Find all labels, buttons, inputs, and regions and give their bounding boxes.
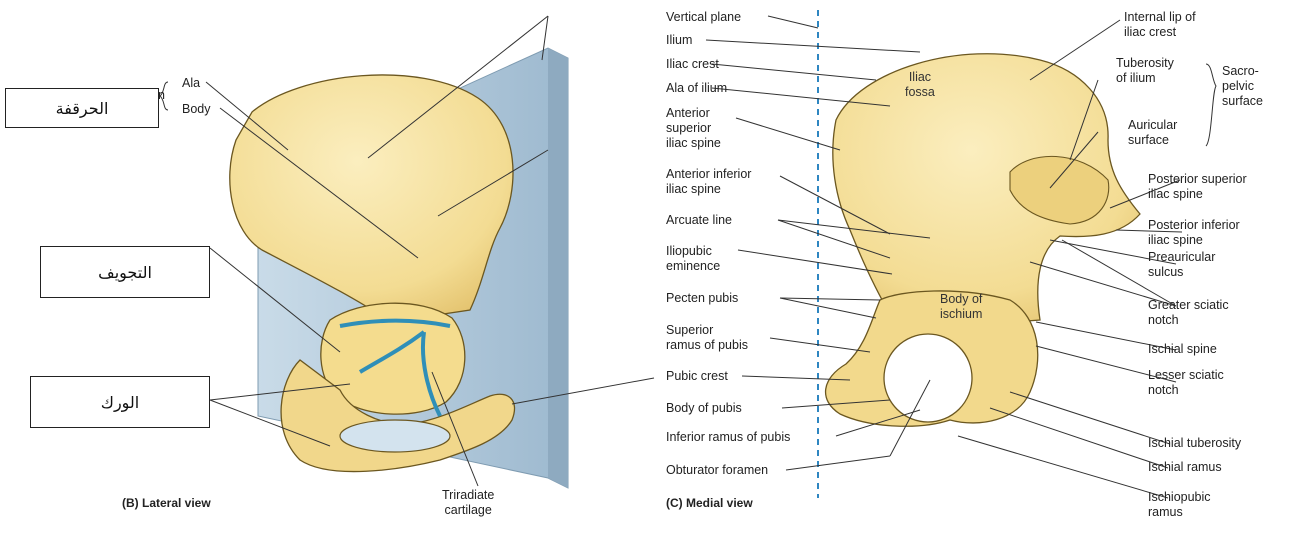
label-ischial-ramus: Ischial ramus <box>1148 460 1222 475</box>
arabic-label-hip: الورك <box>30 376 210 428</box>
label-body-of-ischium: Body of ischium <box>940 292 982 322</box>
label-preauricular-sulcus: Preauricular sulcus <box>1148 250 1215 280</box>
medial-view-title: (C) Medial view <box>666 496 753 510</box>
label-ischial-tuberosity: Ischial tuberosity <box>1148 436 1241 451</box>
arabic-label-acetabulum: التجويف <box>40 246 210 298</box>
arabic-label-ilium: الحرقفة <box>5 88 159 128</box>
label-posterior-inferior-iliac-spine: Posterior inferior iliac spine <box>1148 218 1240 248</box>
label-iliac-crest: Iliac crest <box>666 57 719 72</box>
label-ischial-spine: Ischial spine <box>1148 342 1217 357</box>
medial-obturator-foramen <box>884 334 972 422</box>
label-sacropelvic-surface: Sacro- pelvic surface <box>1222 64 1263 109</box>
label-auricular-surface: Auricular surface <box>1128 118 1177 148</box>
label-ala: Ala <box>182 76 200 91</box>
label-inferior-ramus-of-pubis: Inferior ramus of pubis <box>666 430 790 445</box>
label-iliopubic-eminence: Iliopubic eminence <box>666 244 720 274</box>
label-ala-of-ilium: Ala of ilium <box>666 81 727 96</box>
label-posterior-superior-iliac-spine: Posterior superior iliac spine <box>1148 172 1247 202</box>
label-ischiopubic-ramus: Ischiopubic ramus <box>1148 490 1211 520</box>
label-pecten-pubis: Pecten pubis <box>666 291 738 306</box>
label-pubic-crest: Pubic crest <box>666 369 728 384</box>
label-lesser-sciatic-notch: Lesser sciatic notch <box>1148 368 1224 398</box>
label-anterior-superior-iliac-spine: Anterior superior iliac spine <box>666 106 721 151</box>
label-vertical-plane: Vertical plane <box>666 10 741 25</box>
label-anterior-inferior-iliac-spine: Anterior inferior iliac spine <box>666 167 751 197</box>
lateral-view-title: (B) Lateral view <box>122 496 211 510</box>
label-iliac-fossa: Iliac fossa <box>905 70 935 100</box>
label-arcuate-line: Arcuate line <box>666 213 732 228</box>
label-internal-lip-of-iliac-crest: Internal lip of iliac crest <box>1124 10 1196 40</box>
label-ilium: Ilium <box>666 33 692 48</box>
label-body: Body <box>182 102 211 117</box>
clipped-label-n: n <box>158 88 165 103</box>
label-greater-sciatic-notch: Greater sciatic notch <box>1148 298 1229 328</box>
label-triradiate-cartilage: Triradiate cartilage <box>442 488 494 518</box>
label-obturator-foramen: Obturator foramen <box>666 463 768 478</box>
label-body-of-pubis: Body of pubis <box>666 401 742 416</box>
lateral-view-drawing <box>230 48 568 488</box>
medial-view-drawing <box>826 54 1140 427</box>
label-tuberosity-of-ilium: Tuberosity of ilium <box>1116 56 1174 86</box>
label-superior-ramus-of-pubis: Superior ramus of pubis <box>666 323 748 353</box>
